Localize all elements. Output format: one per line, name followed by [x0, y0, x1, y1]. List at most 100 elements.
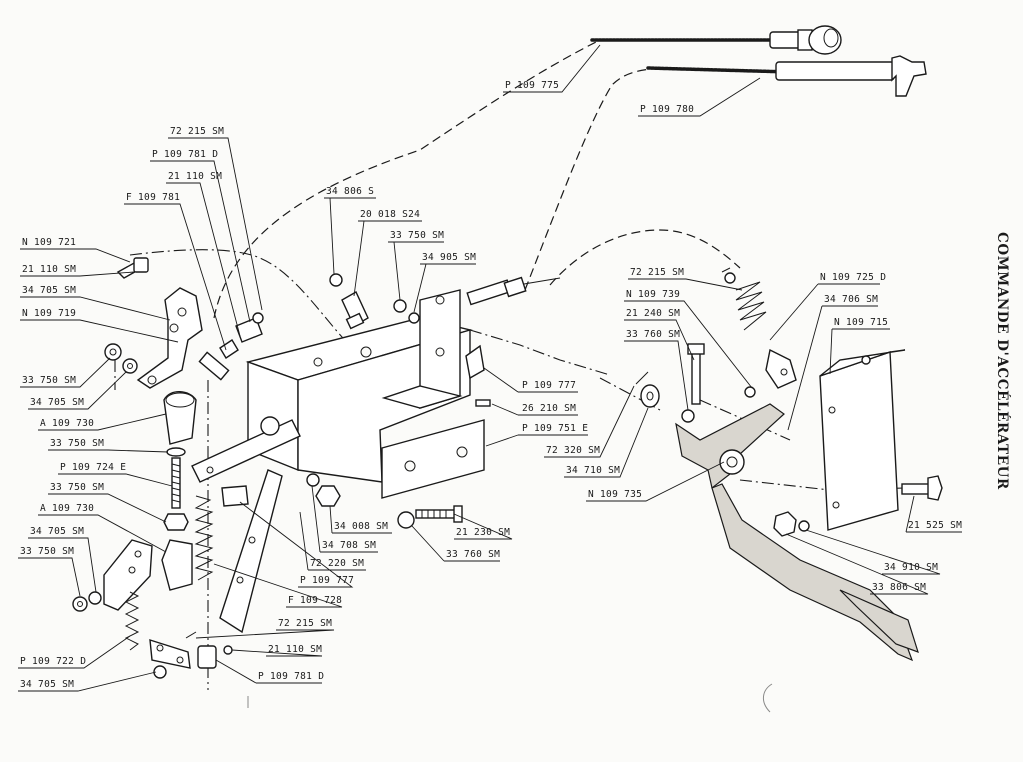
- label-text: P 109 780: [640, 104, 694, 115]
- pedal-assembly: [635, 267, 943, 662]
- label-text: F 109 781: [126, 192, 180, 203]
- label-34-705-b: 34 705 SM: [28, 371, 127, 410]
- label-text: P 109 751 E: [522, 423, 588, 434]
- label-text: 34 705 SM: [20, 679, 74, 690]
- label-33-750-a: 33 750 SM: [20, 357, 111, 388]
- label-text: 21 240 SM: [626, 308, 680, 319]
- label-72-320: 72 320 SM: [544, 385, 635, 458]
- label-text: N 109 739: [626, 289, 680, 300]
- label-p-109-751-e: P 109 751 E: [485, 423, 588, 447]
- label-text: 26 210 SM: [522, 403, 576, 414]
- label-f-109-728: F 109 728: [213, 563, 343, 608]
- label-p-109-775: P 109 775: [503, 44, 601, 93]
- label-text: 34 910 SM: [884, 562, 938, 573]
- label-21-525: 21 525 SM: [905, 495, 962, 533]
- label-n-109-721: N 109 721: [20, 237, 131, 263]
- label-34-710: 34 710 SM: [564, 407, 649, 478]
- label-34-705-c: 34 705 SM: [28, 526, 97, 593]
- label-n-109-715: N 109 715: [829, 317, 890, 375]
- label-33-806: 33 806 SM: [785, 533, 929, 595]
- label-text: 33 750 SM: [50, 438, 104, 449]
- label-text: 21 525 SM: [908, 520, 962, 531]
- label-text: 33 760 SM: [626, 329, 680, 340]
- label-text: 21 110 SM: [22, 264, 76, 275]
- label-text: 33 750 SM: [22, 375, 76, 386]
- label-21-110-top: 21 110 SM: [166, 171, 241, 337]
- label-a-109-730-a: A 109 730: [38, 413, 167, 431]
- label-33-750-d: 33 750 SM: [18, 546, 81, 597]
- label-text: 34 705 SM: [30, 526, 84, 537]
- label-text: P 109 777: [300, 575, 354, 586]
- label-72-215-bottom: 72 215 SM: [195, 618, 335, 639]
- label-33-750-e: 33 750 SM: [388, 230, 444, 301]
- label-text: 34 705 SM: [22, 285, 76, 296]
- label-21-240: 21 240 SM: [624, 308, 695, 361]
- label-text: N 109 715: [834, 317, 888, 328]
- main-bracket: [191, 273, 561, 634]
- label-text: N 109 721: [22, 237, 76, 248]
- label-p-109-781-d-bottom: P 109 781 D: [215, 659, 324, 684]
- label-text: P 109 781 D: [258, 671, 324, 682]
- label-21-110-left: 21 110 SM: [20, 264, 135, 277]
- label-text: P 109 781 D: [152, 149, 218, 160]
- label-a-109-730-b: A 109 730: [38, 503, 167, 553]
- label-33-760-b: 33 760 SM: [624, 329, 689, 411]
- label-f-109-781: F 109 781: [124, 192, 227, 351]
- label-text: 72 215 SM: [278, 618, 332, 629]
- label-p-109-781-d-top: P 109 781 D: [150, 149, 251, 323]
- left-linkage: [72, 257, 264, 679]
- label-text: N 109 719: [22, 308, 76, 319]
- label-34-705-d: 34 705 SM: [18, 671, 157, 692]
- label-34-706: 34 706 SM: [787, 294, 878, 431]
- label-33-750-c: 33 750 SM: [48, 482, 167, 523]
- label-text: 72 220 SM: [310, 558, 364, 569]
- label-p-109-722-d: P 109 722 D: [18, 635, 131, 669]
- label-26-210: 26 210 SM: [491, 403, 578, 416]
- label-34-008: 34 008 SM: [329, 505, 392, 534]
- part-labels: P 109 775 P 109 780 72 215 SM P 109 781 …: [18, 44, 962, 692]
- label-text: 33 806 SM: [872, 582, 926, 593]
- label-34-708: 34 708 SM: [311, 485, 378, 553]
- label-34-905: 34 905 SM: [413, 252, 476, 313]
- label-text: 34 905 SM: [422, 252, 476, 263]
- label-text: 34 706 SM: [824, 294, 878, 305]
- label-text: A 109 730: [40, 418, 94, 429]
- label-text: 72 320 SM: [546, 445, 600, 456]
- label-text: 21 230 SM: [456, 527, 510, 538]
- label-text: N 109 725 D: [820, 272, 886, 283]
- label-p-109-777-b: P 109 777: [239, 501, 354, 588]
- label-n-109-719: N 109 719: [20, 308, 179, 343]
- label-text: 34 708 SM: [322, 540, 376, 551]
- label-text: 33 750 SM: [50, 482, 104, 493]
- label-text: 33 750 SM: [390, 230, 444, 241]
- label-text: P 109 775: [505, 80, 559, 91]
- label-p-109-777-a: P 109 777: [483, 367, 578, 393]
- label-text: 21 110 SM: [268, 644, 322, 655]
- label-34-910: 34 910 SM: [805, 529, 941, 575]
- label-n-109-735: N 109 735: [586, 461, 725, 502]
- label-text: 20 018 S24: [360, 209, 420, 220]
- label-72-220: 72 220 SM: [299, 511, 366, 571]
- label-text: 34 710 SM: [566, 465, 620, 476]
- label-text: P 109 777: [522, 380, 576, 391]
- label-33-750-b: 33 750 SM: [48, 438, 169, 453]
- label-72-215-top: 72 215 SM: [168, 126, 263, 311]
- label-p-109-724-e: P 109 724 E: [58, 462, 173, 487]
- label-72-215-right: 72 215 SM: [628, 267, 743, 291]
- label-text: 72 215 SM: [170, 126, 224, 137]
- label-text: 34 008 SM: [334, 521, 388, 532]
- label-34-705-a: 34 705 SM: [20, 285, 171, 321]
- label-text: N 109 735: [588, 489, 642, 500]
- diagram-title: COMMANDE D'ACCÉLÉRATEUR: [994, 232, 1010, 490]
- scan-mark: [763, 683, 773, 713]
- label-33-760-a: 33 760 SM: [411, 525, 500, 562]
- label-text: A 109 730: [40, 503, 94, 514]
- label-p-109-780: P 109 780: [638, 77, 761, 117]
- label-text: 21 110 SM: [168, 171, 222, 182]
- label-21-110-bottom: 21 110 SM: [231, 644, 323, 657]
- label-text: P 109 724 E: [60, 462, 126, 473]
- label-n-109-739: N 109 739: [624, 289, 753, 389]
- label-text: 33 760 SM: [446, 549, 500, 560]
- label-21-230: 21 230 SM: [453, 513, 513, 540]
